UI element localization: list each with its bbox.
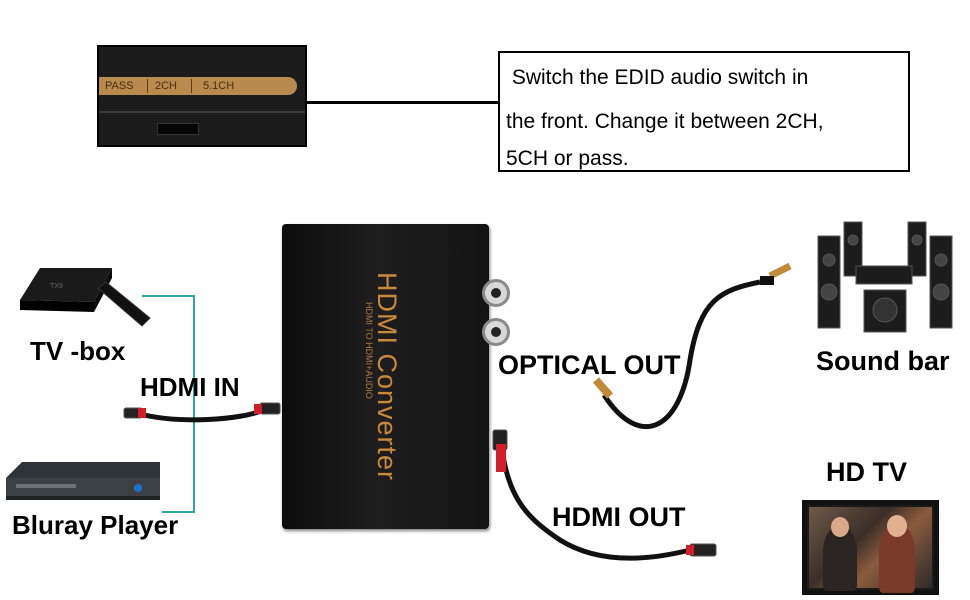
tv-scene-face xyxy=(887,515,907,537)
callout-line-3: 5CH or pass. xyxy=(506,147,629,170)
label-sound-bar: Sound bar xyxy=(816,346,950,376)
label-hdmi-in: HDMI IN xyxy=(140,372,240,402)
edid-label-pass: PASS xyxy=(105,80,134,92)
hdmi-out-cable xyxy=(499,447,691,561)
label-optical-out: OPTICAL OUT xyxy=(498,350,681,380)
optical-plug-sleeve xyxy=(760,276,774,285)
edid-label-strip: PASS 2CH 5.1CH xyxy=(99,77,297,95)
callout-line-2: the front. Change it between 2CH, xyxy=(506,110,824,133)
edid-label-51ch: 5.1CH xyxy=(203,80,235,92)
converter-subtitle: HDMI TO HDMI+AUDIO xyxy=(364,302,374,399)
edid-callout: Switch the EDID audio switch in the fron… xyxy=(498,51,910,172)
callout-line-1: Switch the EDID audio switch in xyxy=(506,66,809,89)
hd-tv-icon xyxy=(802,500,939,595)
edid-slider-switch xyxy=(157,123,199,135)
label-bluray-player: Bluray Player xyxy=(12,510,179,540)
tv-box-remote-icon xyxy=(97,281,151,327)
speaker-system-icon xyxy=(817,221,953,333)
rca-jack-top xyxy=(482,279,510,307)
edid-separator xyxy=(191,79,192,93)
hdmi-in-cable xyxy=(139,407,265,423)
converter-title: HDMI Converter xyxy=(372,272,402,482)
bluray-player-icon xyxy=(6,462,160,500)
edid-label-2ch: 2CH xyxy=(155,80,178,92)
hdmi-in-plug-accent-left xyxy=(138,408,146,418)
hdmi-converter-box xyxy=(282,224,489,529)
label-tv-box: TV -box xyxy=(30,336,126,366)
hdmi-out-plug-accent-top xyxy=(496,444,506,472)
rca-jack-bottom xyxy=(482,318,510,346)
callout-leader-line xyxy=(307,101,498,104)
optical-plug-upper xyxy=(768,262,792,280)
tv-scene-figure xyxy=(823,527,857,591)
hdmi-in-plug-accent-right xyxy=(254,404,262,414)
edid-switch-closeup: PASS 2CH 5.1CH xyxy=(97,45,307,147)
hdmi-out-plug-accent-right xyxy=(686,545,694,555)
input-connector-bracket xyxy=(142,295,195,513)
hdmi-in-plug-right xyxy=(259,402,281,415)
label-hd-tv: HD TV xyxy=(826,457,907,487)
svg-text:TX9: TX9 xyxy=(50,283,63,290)
optical-cable xyxy=(601,279,761,429)
edid-panel-edge xyxy=(99,111,305,113)
optical-plug-lower xyxy=(592,377,614,399)
label-hdmi-out: HDMI OUT xyxy=(552,502,686,532)
hd-tv-screen xyxy=(809,507,932,593)
tv-box-icon: TX9 xyxy=(20,268,112,312)
edid-separator xyxy=(147,79,148,93)
tv-scene-face xyxy=(831,517,849,537)
